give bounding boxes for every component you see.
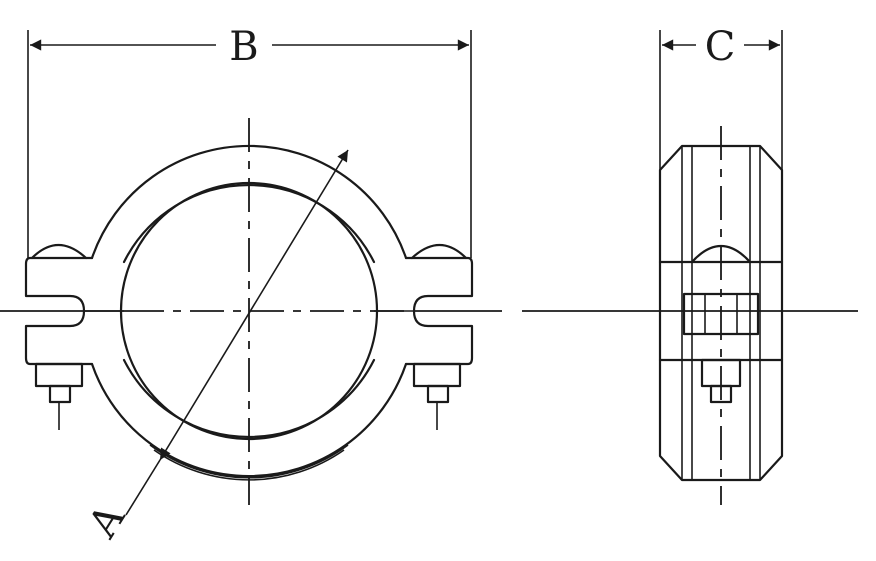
dim-a-label: A: [79, 496, 134, 547]
left-bolt-pad: [24, 244, 124, 430]
dim-a-leader: [125, 459, 161, 516]
side-body-outline: [658, 144, 784, 482]
dim-b-label: B: [229, 24, 258, 70]
right-pad-upper: [404, 256, 474, 313]
dim-c-label: C: [705, 24, 736, 70]
left-bolt-end: [48, 384, 72, 404]
dimension-a: A: [79, 149, 349, 547]
side-view: C: [658, 24, 784, 505]
housing-outer-lower: [90, 362, 408, 478]
right-pad-lower: [404, 309, 474, 366]
front-view: B A: [0, 24, 858, 546]
gasket-edge-2: [153, 449, 345, 481]
dimension-b: B: [27, 24, 472, 258]
dimension-c: C: [659, 24, 783, 170]
left-bolt-head: [30, 244, 88, 260]
left-pad-upper: [24, 256, 94, 313]
left-pad-lower: [24, 309, 94, 366]
dim-a-diameter-line: [159, 149, 349, 461]
right-bolt-pad: [374, 244, 474, 430]
right-nut: [412, 362, 462, 388]
right-bolt-end: [426, 384, 450, 404]
right-bolt-head: [410, 244, 468, 260]
housing-outer-upper: [90, 144, 408, 260]
left-nut: [34, 362, 84, 388]
